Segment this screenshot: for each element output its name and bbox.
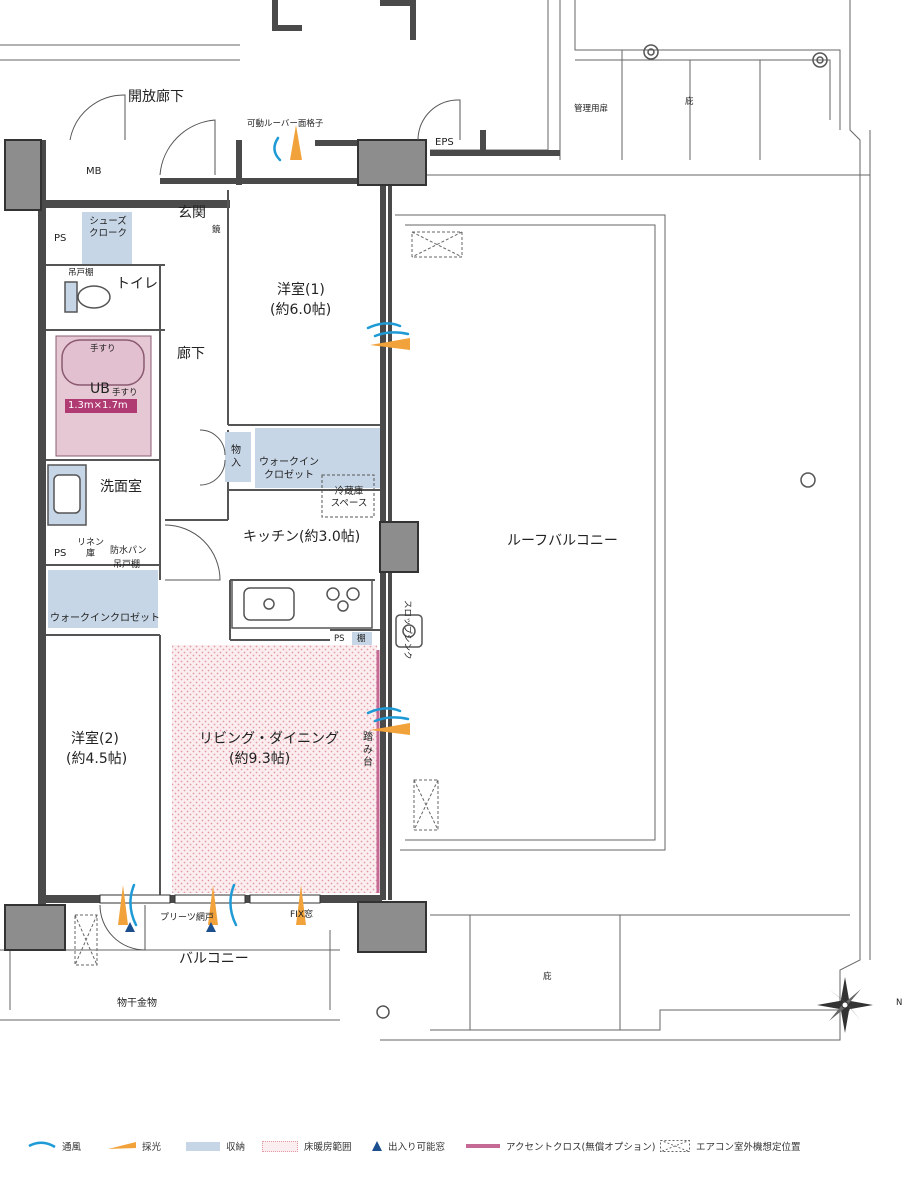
senmen-label: 洗面室 bbox=[100, 479, 142, 495]
hisashi-bottom-label: 庇 bbox=[543, 972, 552, 982]
wind-icon bbox=[129, 136, 410, 927]
compass-icon bbox=[817, 977, 873, 1033]
entrance-label: 玄関 bbox=[178, 205, 206, 221]
kitchen-counter bbox=[231, 579, 373, 629]
entry-window-icon bbox=[372, 1141, 382, 1151]
legend-floor-heat: 床暖房範囲 bbox=[262, 1136, 352, 1156]
legend: 通風 採光 収納 床暖房範囲 出入り可能窓 アクセントクロス(無償オプション) … bbox=[28, 1136, 888, 1156]
fix-label: FIX窓 bbox=[290, 910, 313, 920]
shoes-label: シューズ クローク bbox=[88, 216, 127, 239]
living-label: リビング・ダイニング bbox=[199, 731, 339, 747]
slop-sink-fixture bbox=[395, 614, 423, 648]
context-lines bbox=[0, 0, 871, 1041]
pleats-label: プリーツ網戸 bbox=[160, 913, 214, 923]
storage-swatch bbox=[186, 1141, 220, 1151]
wash-basin bbox=[47, 464, 87, 526]
ub-size-badge bbox=[65, 399, 137, 413]
floor-heating-area bbox=[172, 645, 377, 893]
legend-ac: エアコン室外機想定位置 bbox=[660, 1136, 801, 1156]
hisashi-top-label: 庇 bbox=[685, 97, 694, 107]
open-corridor-label: 開放廊下 bbox=[128, 89, 184, 105]
legend-light-label: 採光 bbox=[142, 1142, 162, 1153]
toilet-label: トイレ bbox=[116, 276, 158, 292]
mb-label: MB bbox=[86, 166, 102, 177]
wic2-label: ウォークインクロゼット bbox=[50, 613, 160, 624]
western2-label: 洋室(2) bbox=[71, 731, 119, 747]
ps1-label: PS bbox=[54, 233, 67, 244]
accent-cloth-swatch bbox=[466, 1144, 500, 1148]
legend-storage-label: 収納 bbox=[226, 1142, 246, 1153]
entry-window-icon bbox=[125, 922, 216, 932]
tsurito2-label: 吊戸棚 bbox=[113, 560, 141, 570]
tsurito1-label: 吊戸棚 bbox=[68, 268, 94, 278]
linen-label: リネン 庫 bbox=[77, 538, 105, 560]
legend-floor-heat-label: 床暖房範囲 bbox=[304, 1142, 352, 1153]
legend-accent: アクセントクロス(無償オプション) bbox=[466, 1136, 655, 1156]
tesuri2-label: 手すり bbox=[112, 388, 138, 398]
western1-size: (約6.0帖) bbox=[270, 302, 332, 318]
kanri-label: 管理用扉 bbox=[574, 104, 609, 114]
ac-unit-icon bbox=[660, 1140, 690, 1152]
balcony-label: バルコニー bbox=[179, 951, 249, 967]
mirror-label: 鏡 bbox=[212, 225, 221, 235]
kitchen-label: キッチン(約3.0帖) bbox=[243, 529, 361, 545]
eps-label: EPS bbox=[435, 137, 454, 148]
light-icon bbox=[108, 1142, 136, 1149]
floor-heating-swatch bbox=[262, 1140, 298, 1152]
louver-label: 可動ルーバー面格子 bbox=[247, 119, 324, 129]
ps3-label: PS bbox=[334, 634, 345, 644]
western1-label: 洋室(1) bbox=[277, 282, 325, 298]
legend-light: 採光 bbox=[108, 1136, 161, 1156]
fridge-label: 冷蔵庫 スペース bbox=[330, 486, 368, 509]
legend-accent-label: アクセントクロス(無償オプション) bbox=[506, 1142, 656, 1153]
western2-size: (約4.5帖) bbox=[66, 751, 128, 767]
fridge-space bbox=[321, 474, 375, 518]
legend-wind-label: 通風 bbox=[62, 1142, 82, 1153]
tana-label: 棚 bbox=[357, 634, 366, 644]
slop-sink-label: スロップシンク bbox=[402, 600, 412, 660]
north-label: N bbox=[896, 998, 903, 1008]
legend-wind: 通風 bbox=[28, 1136, 81, 1156]
structural-columns bbox=[4, 139, 427, 953]
drain-fixtures bbox=[376, 44, 828, 1019]
monohoshi-label: 物干金物 bbox=[117, 998, 157, 1009]
legend-entry-label: 出入り可能窓 bbox=[388, 1142, 446, 1153]
legend-ac-label: エアコン室外機想定位置 bbox=[696, 1142, 801, 1153]
legend-storage: 収納 bbox=[186, 1136, 245, 1156]
bathtub bbox=[61, 339, 145, 386]
light-icon bbox=[118, 125, 410, 925]
ub-label: UB bbox=[90, 381, 110, 397]
bousui-label: 防水パン bbox=[110, 546, 147, 556]
living-size: (約9.3帖) bbox=[229, 751, 291, 767]
roof-balcony-label: ルーフバルコニー bbox=[507, 533, 618, 549]
fumidai-label: 踏み台 bbox=[363, 732, 373, 768]
toilet-fixture bbox=[64, 281, 111, 313]
wic1-label: ウォークイン クロゼット bbox=[259, 457, 319, 481]
monoire-label: 物 入 bbox=[231, 445, 241, 469]
wind-icon bbox=[28, 1141, 56, 1149]
legend-entry: 出入り可能窓 bbox=[372, 1136, 445, 1156]
door-swings bbox=[69, 94, 461, 951]
ub-size-label: 1.3m×1.7m bbox=[68, 400, 128, 411]
ac-unit-markers bbox=[74, 231, 463, 966]
tesuri1-label: 手すり bbox=[90, 344, 116, 354]
corridor-label: 廊下 bbox=[177, 346, 205, 362]
ps2-label: PS bbox=[54, 548, 67, 559]
